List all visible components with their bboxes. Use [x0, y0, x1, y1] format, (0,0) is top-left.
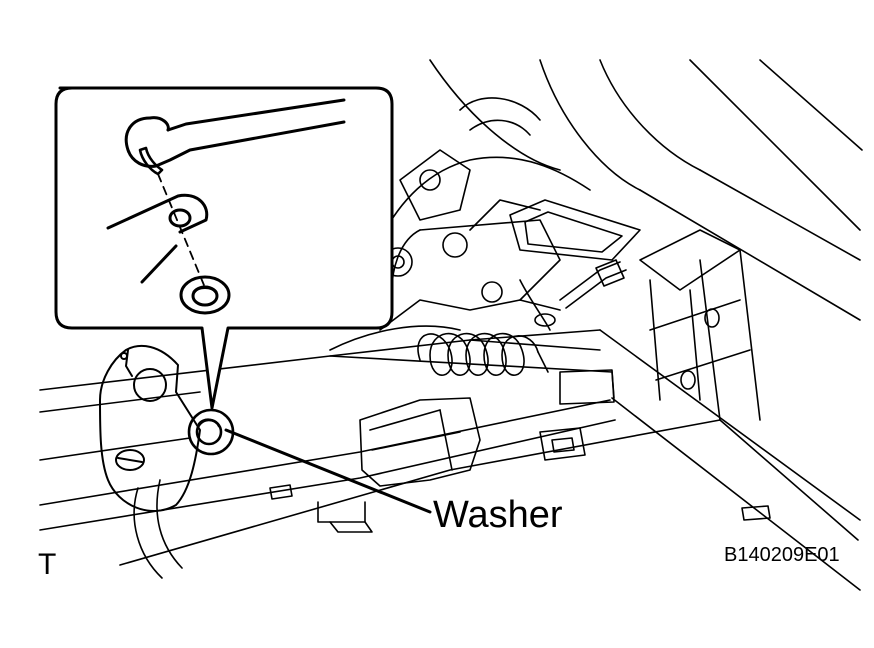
figure-code: B140209E01	[724, 544, 840, 566]
bracket-plate	[108, 195, 207, 282]
detail-inset	[56, 88, 392, 408]
washer-leader-line	[226, 430, 430, 512]
washer-detail	[181, 277, 229, 313]
corner-letter: T	[38, 548, 57, 581]
seat-rail-frame	[40, 330, 860, 590]
mounting-bracket	[100, 346, 200, 511]
seat-frame-upper	[330, 60, 862, 420]
coil-spring	[418, 334, 548, 376]
washer-main	[189, 410, 233, 454]
washer-callout-label: Washer	[433, 494, 563, 536]
